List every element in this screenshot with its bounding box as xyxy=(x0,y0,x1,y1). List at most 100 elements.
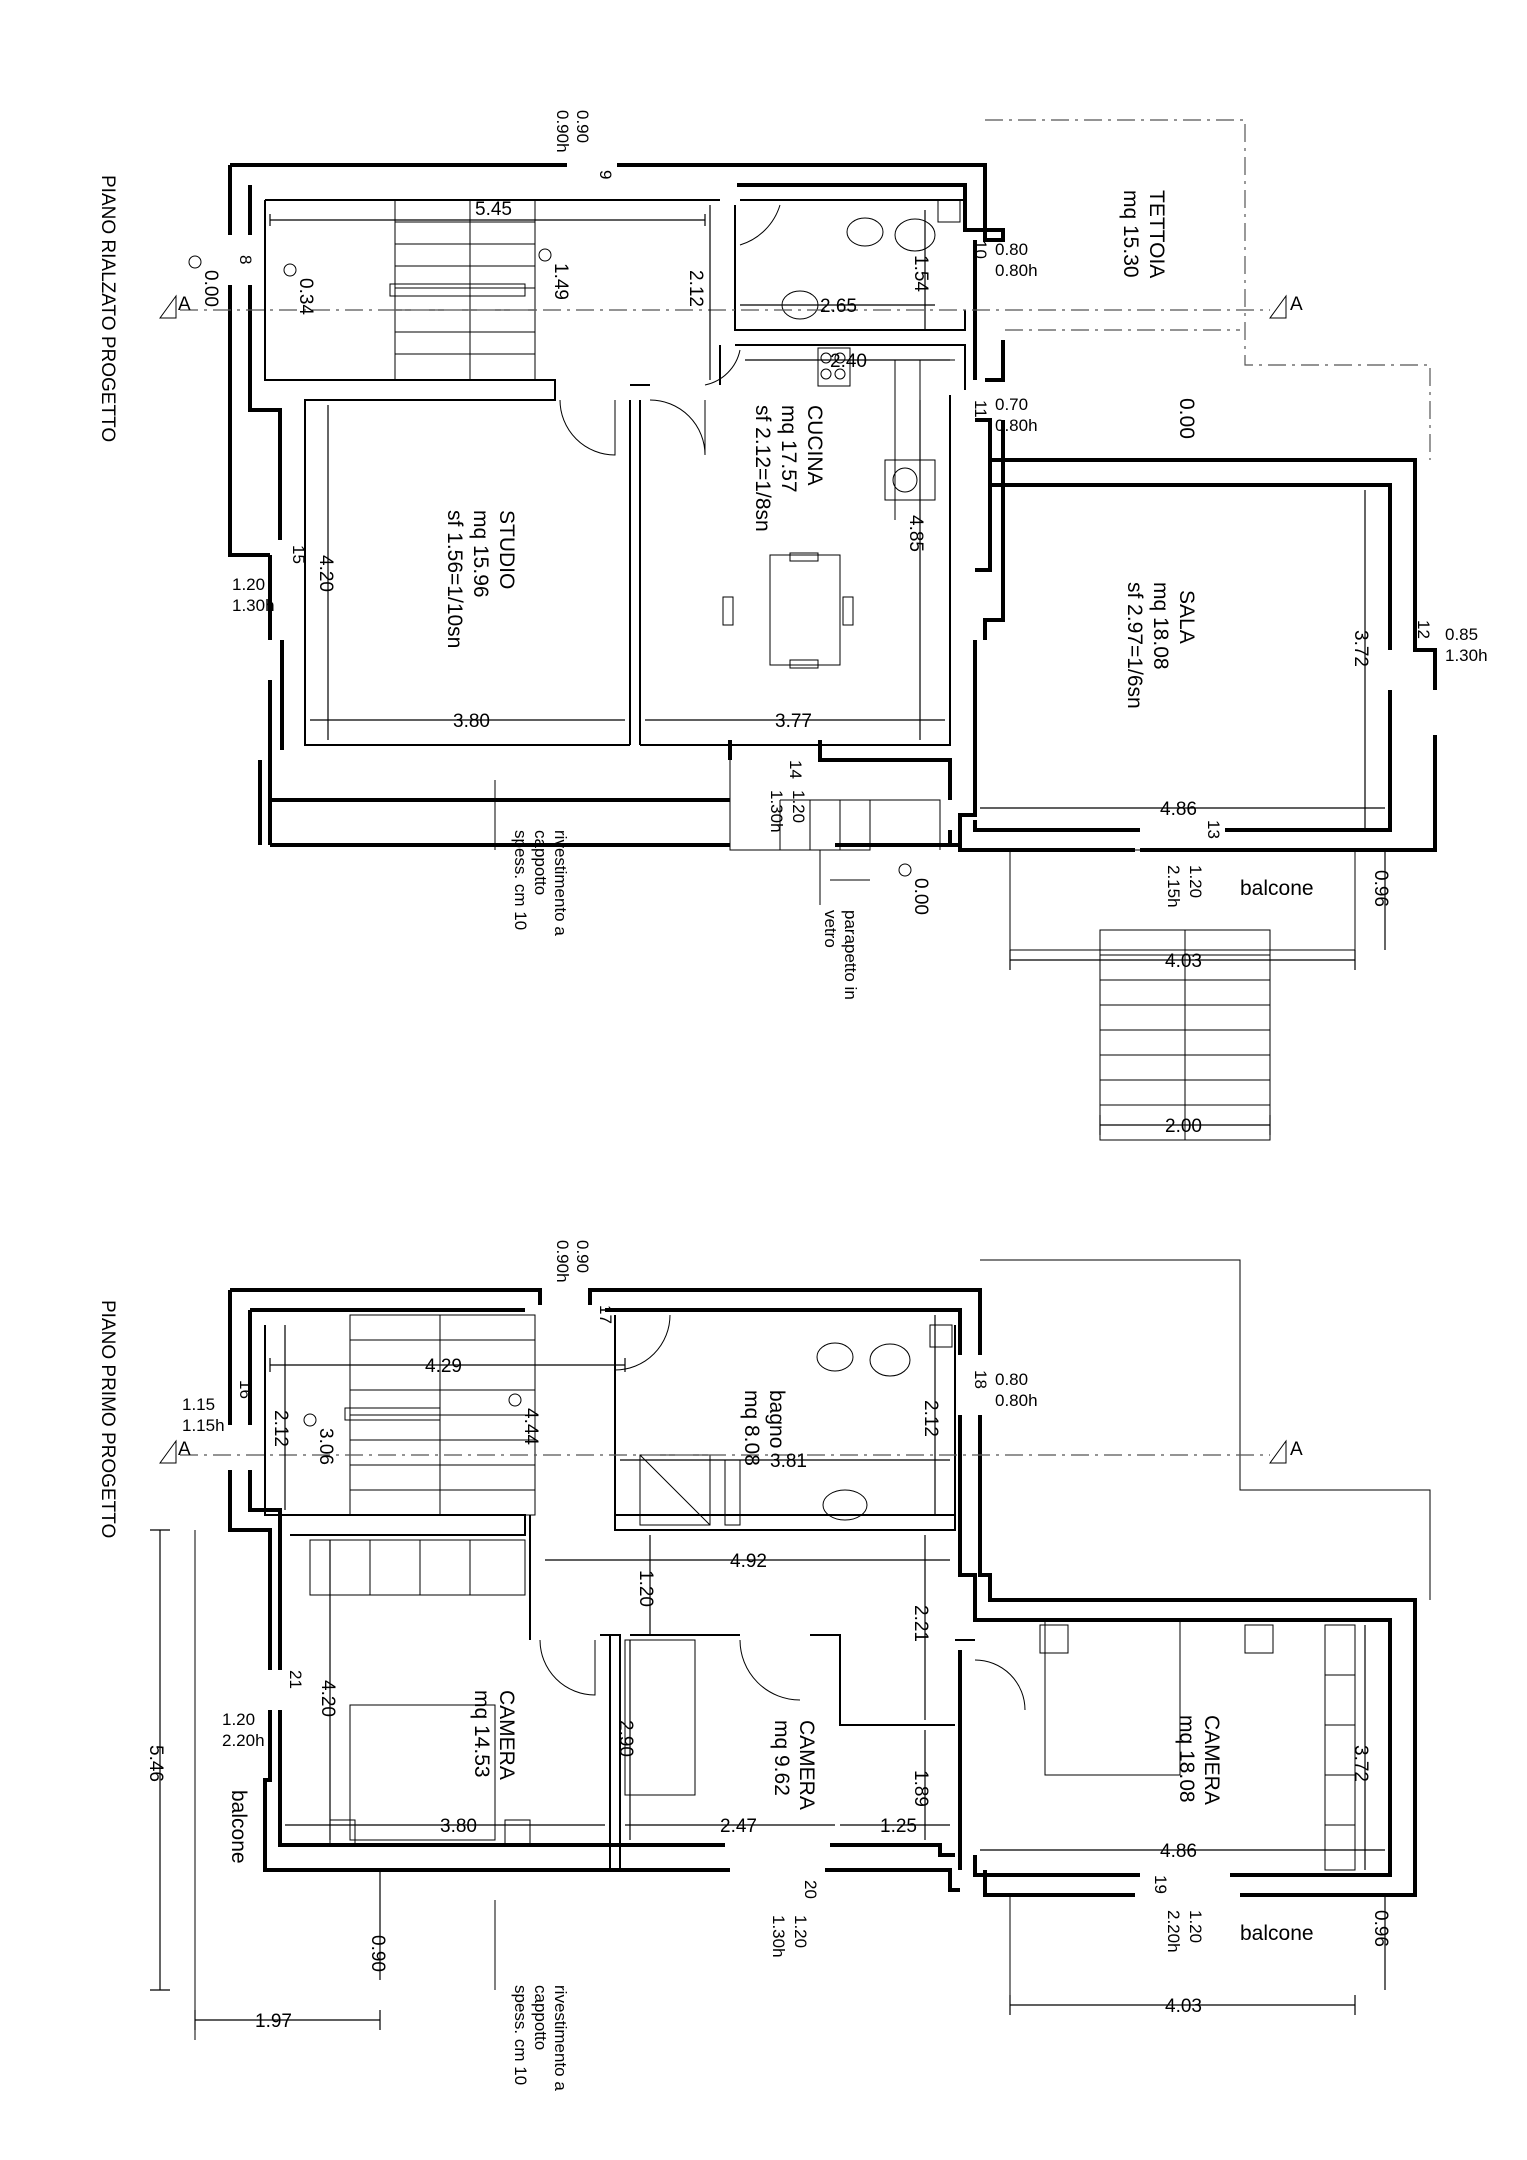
level-landing: 1.49 xyxy=(550,263,571,300)
svg-text:balcone: balcone xyxy=(1240,1922,1314,1945)
first-floor-interior-walls xyxy=(264,1315,975,1870)
level-stair-bottom: 0.00 xyxy=(910,878,931,915)
svg-text:4.03: 4.03 xyxy=(1165,951,1202,972)
level-hall: 0.34 xyxy=(295,278,316,315)
bidet-icon xyxy=(846,217,884,247)
svg-text:3.80: 3.80 xyxy=(453,711,490,732)
svg-text:cappotto: cappotto xyxy=(531,1985,550,2050)
first-floor-bath-fixtures xyxy=(639,1324,953,1526)
svg-text:spess. cm 10: spess. cm 10 xyxy=(511,830,530,930)
level-terrace: 0.00 xyxy=(1175,398,1198,439)
svg-text:1.30h: 1.30h xyxy=(232,596,275,615)
svg-text:2.65: 2.65 xyxy=(820,296,857,317)
wardrobe-3 xyxy=(1324,1624,1356,1871)
svg-text:1.20: 1.20 xyxy=(635,1570,656,1607)
room-tettoia-area: mq 15.30 xyxy=(1119,190,1142,278)
svg-text:0.80h: 0.80h xyxy=(995,416,1038,435)
room-studio-name: STUDIO xyxy=(495,510,518,589)
svg-text:1.54: 1.54 xyxy=(910,255,931,292)
toilet-icon xyxy=(869,1343,911,1377)
room-cucina-area: mq 17.57 xyxy=(777,405,800,493)
svg-text:2.90: 2.90 xyxy=(615,1720,636,1757)
svg-text:4.86: 4.86 xyxy=(1160,1841,1197,1862)
kitchen-sink-icon xyxy=(884,459,936,501)
ground-level-marks: 0.00 0.34 1.49 0.00 xyxy=(188,248,931,915)
svg-text:spess. cm 10: spess. cm 10 xyxy=(511,1985,530,2085)
svg-text:rivestimento a: rivestimento a xyxy=(551,830,570,936)
svg-text:0.90h: 0.90h xyxy=(553,1240,572,1283)
svg-text:5.46: 5.46 xyxy=(145,1745,166,1782)
svg-text:1.20: 1.20 xyxy=(789,790,808,823)
svg-text:9: 9 xyxy=(596,170,615,179)
room-camera1-name: CAMERA xyxy=(495,1690,518,1780)
svg-text:1.25: 1.25 xyxy=(880,1816,917,1837)
room-cucina-name: CUCINA xyxy=(803,405,826,486)
svg-text:21: 21 xyxy=(286,1670,305,1689)
svg-text:1.20: 1.20 xyxy=(1186,865,1205,898)
svg-text:8: 8 xyxy=(236,255,255,264)
svg-text:1.20: 1.20 xyxy=(232,575,265,594)
room-camera3-area: mq 18.08 xyxy=(1175,1715,1198,1803)
bed-1 xyxy=(349,1704,496,1841)
svg-text:3.72: 3.72 xyxy=(1350,630,1371,667)
svg-text:1.97: 1.97 xyxy=(255,2011,292,2032)
svg-text:4.29: 4.29 xyxy=(425,1356,462,1377)
svg-text:14: 14 xyxy=(786,760,805,779)
bed-3 xyxy=(1044,1619,1181,1776)
first-floor-stair xyxy=(344,1314,536,1516)
ground-dimensions: 5.45 2.12 2.65 1.54 2.40 4.20 3.80 3.77 … xyxy=(269,199,1391,1137)
svg-text:2.15h: 2.15h xyxy=(1164,865,1183,908)
svg-text:2.21: 2.21 xyxy=(910,1605,931,1642)
svg-text:18: 18 xyxy=(971,1370,990,1389)
stove-icon xyxy=(817,347,851,387)
first-notes: balcone balcone rivestimento a cappotto … xyxy=(227,1790,1314,2091)
room-sala-name: SALA xyxy=(1175,590,1198,644)
ground-opening-tags: 0.90 0.90h 9 8 10 0.80 0.80h 11 0.70 0.8… xyxy=(232,110,1488,908)
room-tettoia-name: TETTOIA xyxy=(1145,190,1168,278)
svg-text:2.20h: 2.20h xyxy=(1164,1910,1183,1953)
ground-floor-title: PIANO RIALZATO PROGETTO xyxy=(97,175,118,442)
svg-text:3.81: 3.81 xyxy=(770,1451,807,1472)
ground-section-markers: A A xyxy=(159,294,1303,319)
svg-text:11: 11 xyxy=(971,400,990,418)
svg-text:1.20: 1.20 xyxy=(1186,1910,1205,1943)
svg-text:1.20: 1.20 xyxy=(791,1915,810,1948)
first-level-marks: 3.06 4.44 xyxy=(303,1393,541,1465)
svg-text:13: 13 xyxy=(1204,820,1223,839)
level-first-landing: 3.06 xyxy=(315,1428,336,1465)
svg-text:A: A xyxy=(178,294,191,315)
toilet-icon xyxy=(894,218,936,252)
level-entrance: 0.00 xyxy=(200,270,221,307)
svg-text:0.96: 0.96 xyxy=(1370,870,1391,907)
svg-text:0.80: 0.80 xyxy=(995,1370,1028,1389)
svg-text:3.77: 3.77 xyxy=(775,711,812,732)
svg-text:balcone: balcone xyxy=(1240,877,1314,900)
svg-text:A: A xyxy=(178,1439,191,1460)
first-floor-walls xyxy=(228,1288,1417,1897)
bidet-icon xyxy=(816,1342,854,1372)
room-camera1-area: mq 14.53 xyxy=(470,1690,493,1778)
ground-floor-interior-walls xyxy=(264,199,966,746)
svg-text:1.15: 1.15 xyxy=(182,1395,215,1414)
bed-2 xyxy=(624,1639,696,1796)
room-studio-area: mq 15.96 xyxy=(469,510,492,598)
ground-notes: balcone rivestimento a cappotto spess. c… xyxy=(494,780,1314,1000)
svg-text:2.40: 2.40 xyxy=(830,351,867,372)
svg-text:19: 19 xyxy=(1151,1875,1170,1894)
svg-text:16: 16 xyxy=(236,1380,255,1399)
svg-text:0.90h: 0.90h xyxy=(553,110,572,153)
ground-floor-interior-stair xyxy=(389,199,536,381)
svg-text:balcone: balcone xyxy=(227,1790,250,1864)
room-camera2-area: mq 9.62 xyxy=(770,1720,793,1796)
svg-text:A: A xyxy=(1290,294,1303,315)
svg-text:3.72: 3.72 xyxy=(1350,1745,1371,1782)
first-dimensions: 4.29 2.12 3.81 2.12 4.92 1.20 2.21 4.20 … xyxy=(145,1315,1391,2040)
svg-text:1.30h: 1.30h xyxy=(767,790,786,833)
svg-text:0.90: 0.90 xyxy=(367,1935,388,1972)
svg-text:0.96: 0.96 xyxy=(1370,1910,1391,1947)
washbasin-icon xyxy=(822,1489,868,1521)
first-opening-tags: 16 1.15 1.15h 0.90 0.90h 17 18 0.80 0.80… xyxy=(182,1240,1205,1958)
svg-text:15: 15 xyxy=(289,545,308,564)
svg-text:0.80: 0.80 xyxy=(995,240,1028,259)
